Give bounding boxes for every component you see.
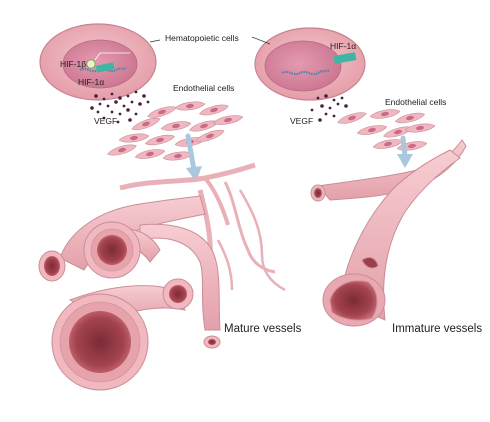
- hematopoietic-cell-left: [39, 23, 157, 101]
- vegf-dots: [90, 90, 348, 124]
- endothelial-cell: [189, 120, 219, 132]
- label-vegf-left: VEGF: [94, 116, 118, 126]
- vegf-dot: [138, 102, 142, 106]
- vegf-dot: [118, 96, 122, 100]
- endothelial-cell: [144, 134, 176, 146]
- endothelial-cell: [356, 125, 388, 135]
- hematopoietic-leader-right: [251, 36, 271, 45]
- hematopoietic-cell-right: [254, 27, 366, 101]
- vegf-dot: [316, 96, 320, 100]
- vegf-dot: [110, 92, 114, 96]
- vegf-dot: [102, 97, 106, 101]
- dna-strand-right: [281, 68, 331, 76]
- endothelial-cell: [404, 123, 436, 133]
- vessel-lumens: [38, 221, 221, 391]
- vegf-dot: [102, 116, 106, 120]
- vegf-dot: [114, 100, 118, 104]
- endothelial-cell: [394, 112, 426, 124]
- vegf-dot: [90, 106, 94, 110]
- label-hif1a-right: HIF-1α: [330, 41, 357, 51]
- endothelial-cell: [369, 109, 401, 119]
- vegf-dot: [310, 108, 314, 112]
- vegf-dot: [134, 90, 138, 94]
- endothelial-cells: [107, 101, 436, 161]
- vegf-dot: [126, 108, 130, 112]
- endothelial-cell: [118, 133, 150, 143]
- endothelial-cell: [195, 129, 225, 143]
- vegf-dot: [98, 102, 102, 106]
- vegf-dot: [332, 114, 336, 118]
- vegf-dot: [110, 110, 114, 114]
- vegf-dot: [344, 104, 348, 108]
- arrow-right: [397, 135, 413, 168]
- vegf-dot: [146, 100, 150, 104]
- endothelial-cell: [160, 121, 192, 131]
- label-vegf-right: VEGF: [290, 116, 314, 126]
- vegf-dot: [134, 112, 138, 116]
- label-hif1b: HIF-1β: [60, 59, 87, 69]
- nucleus-left: [62, 39, 138, 89]
- label-hif1a-left: HIF-1α: [78, 77, 105, 87]
- hif1a-protein-right: [333, 52, 357, 64]
- vegf-dot: [118, 112, 122, 116]
- vegf-dot: [126, 94, 130, 98]
- label-immature-vessels: Immature vessels: [392, 323, 483, 335]
- label-mature-vessels: Mature vessels: [224, 323, 302, 335]
- endothelial-cell: [174, 101, 206, 111]
- vegf-dot: [320, 104, 324, 108]
- hif1b-protein: [86, 59, 96, 69]
- vegf-dot: [128, 118, 132, 122]
- vegf-dot: [96, 110, 100, 114]
- vegf-dot: [130, 100, 134, 104]
- vegf-dot: [324, 112, 328, 116]
- vegf-dot: [142, 94, 146, 98]
- label-endothelial-right: Endothelial cells: [385, 97, 447, 107]
- endothelial-cell: [147, 106, 177, 118]
- endothelial-cell: [107, 144, 137, 156]
- vegf-dot: [328, 106, 332, 110]
- nucleus-right: [264, 40, 342, 92]
- endothelial-cell: [383, 126, 413, 138]
- immature-vessel: [310, 139, 467, 327]
- vegf-dot: [340, 96, 344, 100]
- vegf-dot: [332, 98, 336, 102]
- label-endothelial-left: Endothelial cells: [173, 83, 235, 93]
- label-hematopoietic-cells: Hematopoietic cells: [165, 33, 239, 43]
- arrow-left: [185, 133, 202, 182]
- vegf-dot: [336, 102, 340, 106]
- hif1a-protein-left: [95, 62, 115, 73]
- endothelial-cell: [131, 117, 161, 131]
- vegf-dot: [106, 104, 110, 108]
- endothelial-cell: [212, 115, 244, 125]
- vegf-dot: [116, 120, 120, 124]
- endothelial-cell: [337, 112, 367, 124]
- endothelial-cell: [134, 149, 166, 159]
- vegf-dot: [94, 94, 98, 98]
- hematopoietic-leader: [149, 39, 161, 43]
- vegf-dot: [122, 104, 126, 108]
- vegf-dot: [318, 118, 322, 122]
- vegf-dot: [324, 94, 328, 98]
- endothelial-cell: [199, 104, 229, 116]
